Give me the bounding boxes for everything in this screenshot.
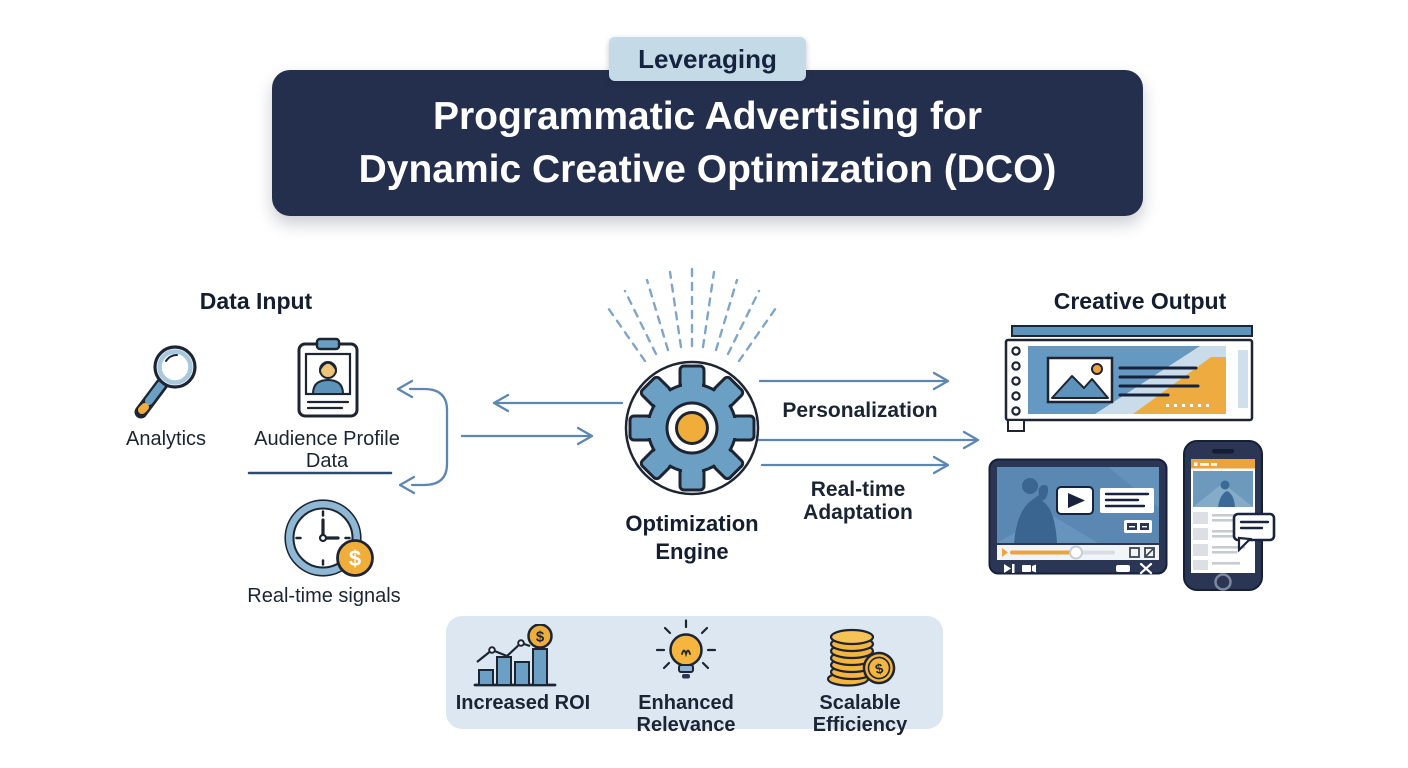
arrow-personalization xyxy=(758,371,950,391)
header-tag: Leveraging xyxy=(609,37,806,81)
coin-stack-icon: $ xyxy=(826,628,896,687)
arrow-realtime-adaptation xyxy=(760,455,950,475)
svg-text:$: $ xyxy=(349,546,361,571)
benefit-roi-label: Increased ROI xyxy=(455,692,591,714)
analytics-label: Analytics xyxy=(125,428,207,450)
benefit-efficiency-label: Scalable Efficiency xyxy=(812,692,908,736)
realtime-adaptation-label: Real-time Adaptation xyxy=(803,478,913,524)
speech-bubble-icon xyxy=(1232,512,1276,553)
play-icon xyxy=(1068,493,1085,508)
arrow-input-to-engine xyxy=(460,426,594,446)
realtime-signals-label: Real-time signals xyxy=(247,585,401,607)
arrow-output-mid xyxy=(756,430,980,450)
growth-chart-coin-icon: $ xyxy=(473,624,557,687)
creative-output-heading: Creative Output xyxy=(1053,288,1227,314)
profile-card-icon xyxy=(297,337,359,418)
svg-text:$: $ xyxy=(874,660,885,677)
video-silhouette xyxy=(1014,478,1057,543)
personalization-label: Personalization xyxy=(782,399,938,422)
banner-ad-mockup xyxy=(1004,325,1254,432)
data-input-heading: Data Input xyxy=(199,288,313,314)
lightbulb-icon xyxy=(655,619,717,679)
magnifier-icon xyxy=(134,345,197,419)
clock-dollar-icon: $ xyxy=(284,499,374,577)
gear-icon xyxy=(624,360,760,496)
audience-profile-label: Audience Profile Data xyxy=(254,428,400,472)
header-title-line-1: Programmatic Advertising for xyxy=(432,95,982,138)
engine-rays-icon xyxy=(604,264,780,363)
mobile-ad-mockup xyxy=(1183,440,1276,591)
benefit-relevance-label: Enhanced Relevance xyxy=(636,692,736,736)
arrow-engine-to-input xyxy=(492,393,624,413)
header-title-box: Programmatic Advertising for Dynamic Cre… xyxy=(272,70,1143,216)
feedback-loop-arrow xyxy=(396,379,449,495)
header-title-line-2: Dynamic Creative Optimization (DCO) xyxy=(358,148,1057,191)
optimization-engine-label: Optimization Engine xyxy=(625,511,759,564)
video-player-mockup xyxy=(988,458,1168,575)
svg-text:$: $ xyxy=(536,629,545,646)
